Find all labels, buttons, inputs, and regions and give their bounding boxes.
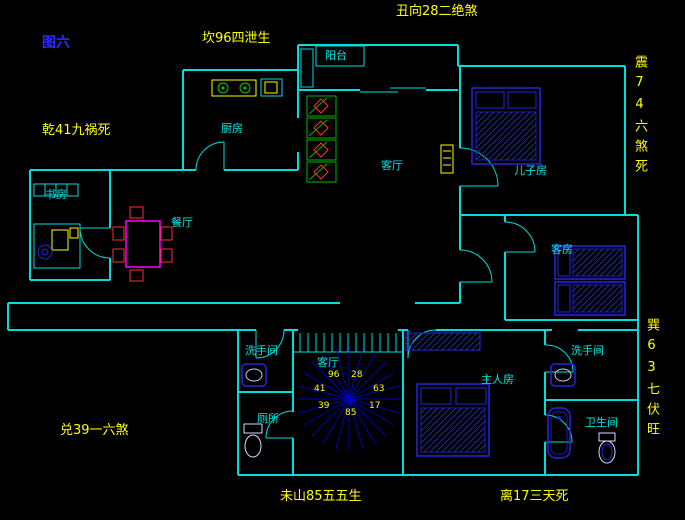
plants: [306, 95, 337, 183]
compass-number-85: 85: [345, 408, 357, 418]
compass-rays: [297, 347, 401, 451]
label-toilet: 厕所: [257, 412, 279, 425]
label-stair-hall: 客厅: [317, 356, 339, 369]
label-kitchen: 厨房: [221, 122, 243, 135]
bathtub: [547, 407, 571, 459]
label-master-room: 主人房: [481, 373, 514, 386]
compass-number-39: 39: [318, 401, 330, 411]
dining-chairs: [112, 206, 173, 282]
label-washroom-left: 洗手间: [245, 344, 278, 357]
fengshui-label-right-lower: 巽63七伏旺: [644, 318, 659, 442]
label-living-room: 客厅: [381, 159, 403, 172]
washbasin-right: [550, 363, 576, 387]
fengshui-label-bottom-right: 离17三天死: [500, 489, 569, 504]
balcony-label-box: [315, 45, 365, 67]
label-balcony: 阳台: [325, 49, 347, 62]
master-closet: [405, 332, 481, 351]
bed-sons-room: [471, 87, 541, 165]
kitchen-stove: [211, 79, 257, 97]
walls: [7, 44, 639, 476]
dining-table: [125, 220, 161, 268]
fengshui-label-top-left: 坎96四泄生: [202, 31, 271, 46]
fengshui-label-left-lower: 兑39一六煞: [60, 423, 129, 438]
compass-number-41: 41: [314, 384, 326, 394]
fengshui-label-bottom-left: 未山85五五生: [280, 489, 362, 504]
compass-number-63: 63: [373, 384, 385, 394]
desk: [33, 223, 81, 269]
dining-set: [112, 206, 173, 282]
balcony-details: [300, 45, 365, 88]
label-study: 书房: [45, 188, 67, 201]
kitchen-sink: [260, 78, 283, 97]
compass-number-28: 28: [351, 370, 363, 380]
fengshui-label-left-upper: 乾41九祸死: [42, 123, 111, 138]
label-sons-room: 儿子房: [514, 164, 547, 177]
toilet-left: [243, 423, 263, 458]
label-dining-room: 餐厅: [171, 216, 193, 229]
tv-cabinet: [440, 144, 454, 174]
label-washroom-right: 洗手间: [571, 344, 604, 357]
bed-master-room: [416, 383, 490, 457]
fengshui-label-top-center: 丑向28二绝煞: [396, 4, 478, 19]
computer-monitor: [51, 229, 69, 251]
label-bathroom: 卫生间: [585, 416, 618, 429]
beds-guest-room: [554, 245, 626, 316]
washbasin-left: [241, 363, 267, 387]
study-furniture: [33, 183, 81, 269]
stairs: [293, 333, 403, 353]
compass-number-96: 96: [328, 370, 340, 380]
label-guest-room: 客房: [551, 243, 573, 256]
door-arcs: [79, 87, 574, 443]
compass-number-17: 17: [369, 401, 381, 411]
fengshui-label-right-upper: 震74六煞死: [632, 55, 647, 179]
desk-chair: [37, 244, 53, 260]
balcony-appliance: [300, 48, 314, 88]
figure-label: 图六: [42, 35, 70, 51]
toilet-right: [598, 432, 616, 464]
